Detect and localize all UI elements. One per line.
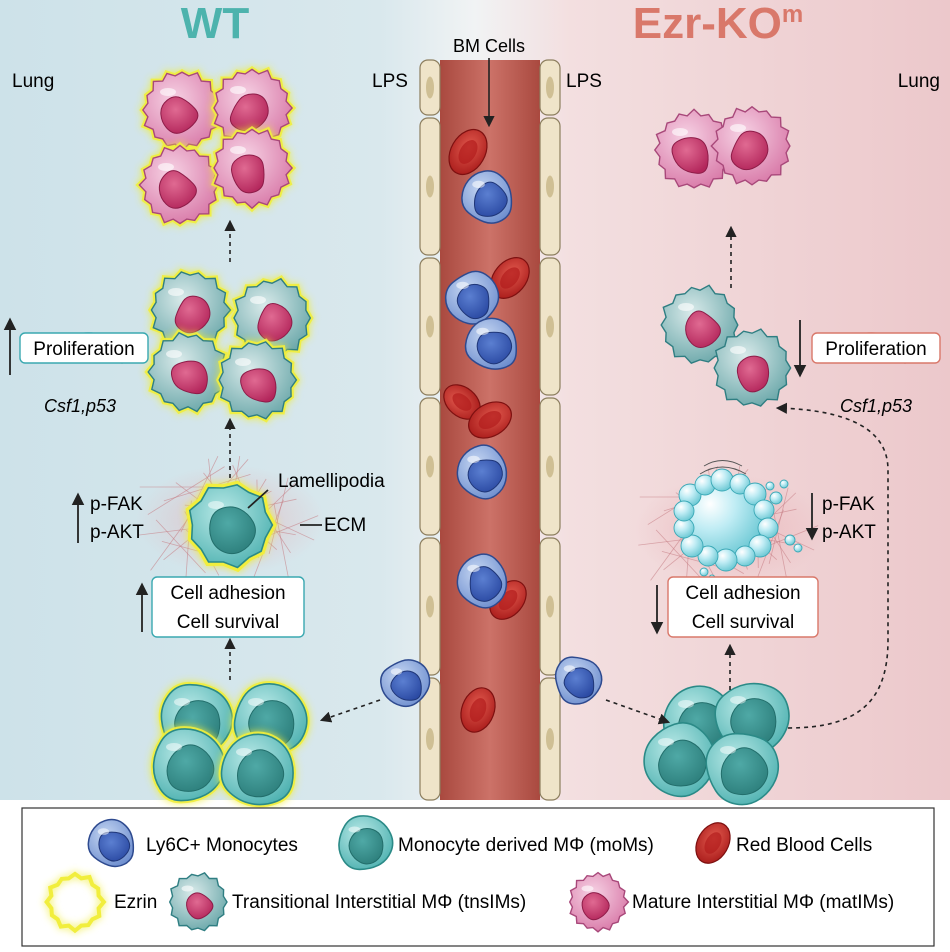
svg-text:Cell survival: Cell survival [177,612,279,633]
ko-matim-2 [710,105,791,186]
legend-monocyte-icon [87,818,135,868]
svg-text:Proliferation: Proliferation [825,339,926,360]
legend-ezrin-icon [44,871,107,934]
legend: Ly6C+ Monocytes Monocyte derived MΦ (moM… [21,807,935,947]
wt-moms-4 [218,731,296,808]
endothelial-nucleus [426,175,434,198]
wt-tnsim-1 [147,268,235,354]
legend-tnsim-icon [168,872,228,932]
ko-tnsim-1 [660,284,739,365]
endothelial-nucleus [546,76,554,99]
endothelial-nucleus [426,728,434,750]
legend-rbc-icon [695,822,731,864]
ko-moms-4 [705,732,780,806]
vessel-monocyte-3 [464,317,518,370]
endothelium-right [539,59,561,801]
ko-tnsim-2 [713,328,792,407]
wt-proliferation-box: Proliferation [19,332,149,364]
wt-matim-4 [210,126,297,213]
endothelial-nucleus [546,315,554,338]
ko-blebbing-moms [673,460,803,582]
wt-adhesion-box: Cell adhesion Cell survival [151,576,305,638]
flow-arrows [224,219,889,729]
endothelial-nucleus [546,728,554,750]
rbc-4 [468,401,512,439]
vessel-monocyte-1 [461,170,513,224]
ecm-label: ECM [324,515,366,536]
ko-pakt: p-AKT [822,522,876,543]
endothelial-nucleus [546,595,554,618]
legend-moms-icon [338,815,394,871]
endothelium-left [419,59,441,801]
vessel-monocyte-4 [456,444,508,500]
wt-matim-2 [210,66,297,153]
wt-pfak: p-FAK [90,494,143,515]
legend-tnsims: Transitional Interstitial MΦ (tnsIMs) [232,892,526,913]
svg-text:Cell survival: Cell survival [692,612,794,633]
wt-title: WT [181,0,250,48]
vessel-monocyte-5 [456,553,508,609]
lps-label-right: LPS [566,71,602,92]
rbc-2 [490,257,530,299]
ko-pfak: p-FAK [822,494,875,515]
endothelial-nucleus [426,455,434,478]
legend-matims: Mature Interstitial MΦ (matIMs) [632,892,894,913]
lung-label-right: Lung [898,71,940,92]
ko-matim-1 [653,108,735,189]
wt-moms-3 [150,726,228,804]
rbc-1 [448,128,488,176]
lamellipodia-label: Lamellipodia [278,471,385,492]
vessel-monocyte-2 [444,270,500,325]
extravasating-monocyte-right [554,656,603,705]
legend-monocytes: Ly6C+ Monocytes [146,835,298,856]
endothelial-nucleus [426,315,434,338]
endothelial-nucleus [426,76,434,99]
extravasating-monocyte-left [380,659,431,708]
wt-tnsim-4 [216,338,301,423]
svg-text:Proliferation: Proliferation [33,339,134,360]
lps-label-left: LPS [372,71,408,92]
svg-text:Cell adhesion: Cell adhesion [685,583,800,604]
wt-matim-3 [135,141,222,227]
bm-cells-label: BM Cells [453,36,525,56]
lung-label-left: Lung [12,71,54,92]
wt-tnsim-2 [230,275,314,359]
wt-pakt: p-AKT [90,522,144,543]
svg-text:Cell adhesion: Cell adhesion [170,583,285,604]
blood-vessel [419,59,561,801]
endothelial-nucleus [546,455,554,478]
ko-adhesion-box: Cell adhesion Cell survival [667,576,819,638]
ko-proliferation-box: Proliferation [811,332,941,364]
ko-title: Ezr-KOm [633,0,803,48]
legend-ezrin: Ezrin [114,892,157,913]
regulation-arrows [3,317,819,635]
wt-genes: Csf1,p53 [44,396,116,416]
ko-moms-3 [643,722,717,798]
legend-rbc: Red Blood Cells [736,835,872,856]
rbc-6 [460,687,496,733]
wt-matim-1 [139,69,225,155]
legend-moms: Monocyte derived MΦ (moMs) [398,835,654,856]
legend-matim-icon [568,871,630,933]
wt-tnsim-3 [144,329,233,416]
endothelial-nucleus [426,595,434,618]
ko-genes: Csf1,p53 [840,396,912,416]
endothelial-nucleus [546,175,554,198]
